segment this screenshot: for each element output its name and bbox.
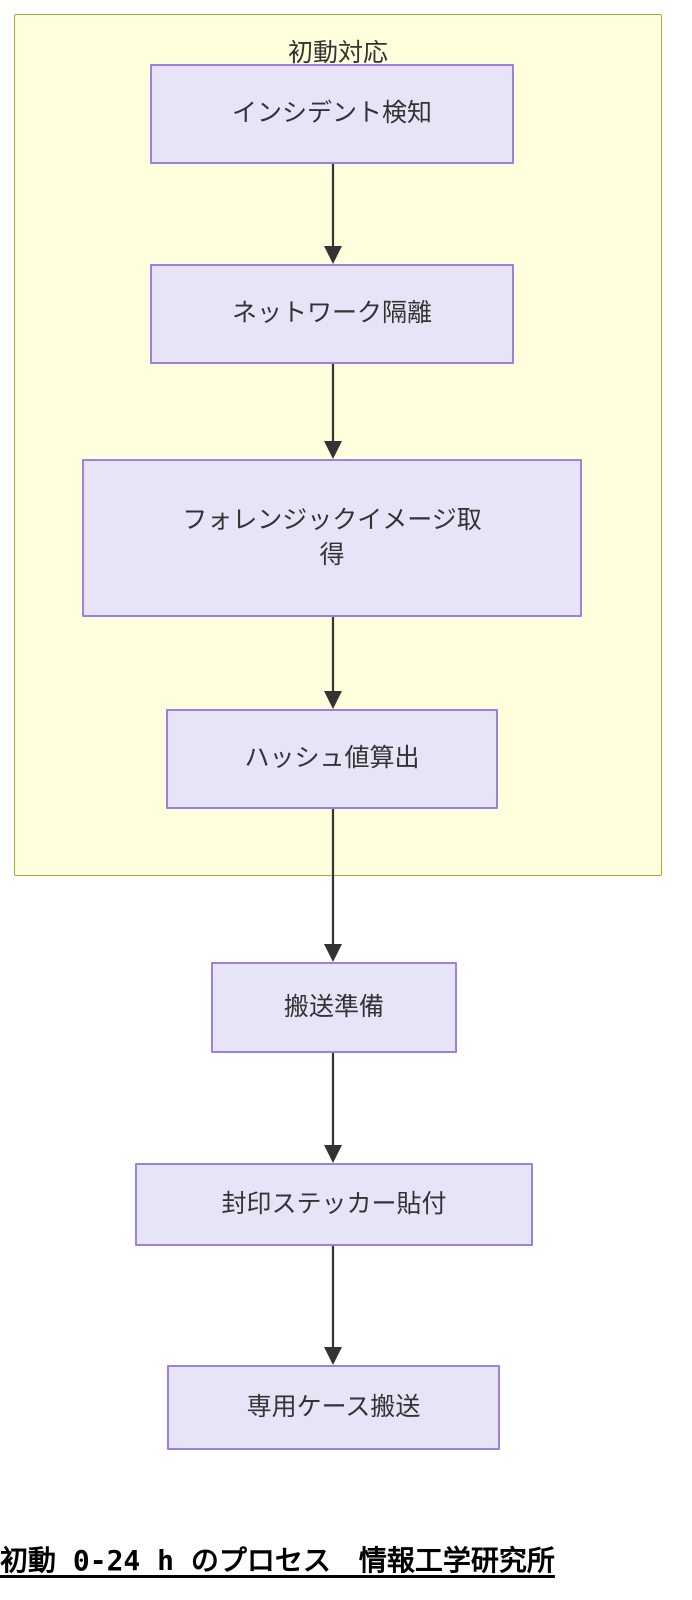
- node-hash-calculation[interactable]: ハッシュ値算出: [166, 709, 498, 809]
- node-label: フォレンジックイメージ取 得: [182, 505, 482, 570]
- node-label: 搬送準備: [283, 992, 384, 1021]
- node-label: ハッシュ値算出: [244, 744, 420, 773]
- node-dedicated-case-transport[interactable]: 専用ケース搬送: [167, 1365, 500, 1450]
- edge-n6-n7: [324, 1246, 342, 1365]
- node-network-isolation[interactable]: ネットワーク隔離: [150, 264, 514, 364]
- node-transport-preparation[interactable]: 搬送準備: [211, 962, 457, 1053]
- node-label: インシデント検知: [231, 99, 432, 128]
- node-label: 専用ケース搬送: [246, 1392, 421, 1421]
- node-seal-sticker-application[interactable]: 封印ステッカー貼付: [135, 1163, 533, 1246]
- node-label: ネットワーク隔離: [231, 299, 432, 328]
- node-incident-detection[interactable]: インシデント検知: [150, 64, 514, 164]
- caption-text: 初動 0-24 h のプロセス 情報工学研究所: [0, 1544, 555, 1577]
- node-label: 封印ステッカー貼付: [221, 1189, 447, 1218]
- diagram-caption: 初動 0-24 h のプロセス 情報工学研究所: [0, 1543, 692, 1578]
- edge-n5-n6: [324, 1053, 342, 1163]
- cluster-title: 初動対応: [287, 39, 388, 67]
- node-forensic-image-acquisition[interactable]: フォレンジックイメージ取 得: [82, 459, 582, 617]
